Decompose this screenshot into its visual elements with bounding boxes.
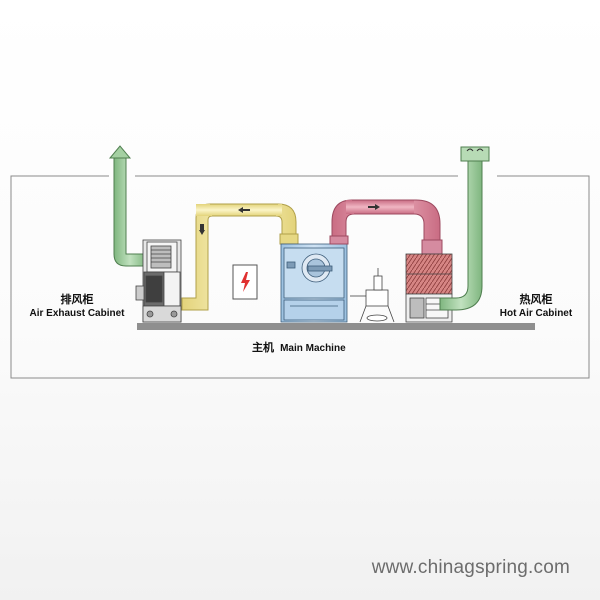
spray-pump — [350, 268, 395, 323]
website-watermark: www.chinagspring.com — [371, 557, 570, 578]
hot-air-label-en: Hot Air Cabinet — [499, 308, 573, 319]
rain-cap-vent — [460, 146, 490, 162]
air-exhaust-cabinet-label: 排风柜 Air Exhaust Cabinet — [18, 293, 136, 321]
flow-arrow-down — [199, 224, 205, 235]
high-voltage-icon — [241, 272, 250, 292]
intake-duct — [439, 146, 490, 311]
exhaust-duct — [108, 145, 147, 267]
main-machine-label-cn: 主机 — [252, 341, 274, 354]
main-machine — [280, 243, 348, 323]
flow-arrow-left-red — [368, 204, 380, 210]
air-exhaust-label-en: Air Exhaust Cabinet — [29, 308, 125, 319]
machine-base — [137, 323, 535, 330]
air-exhaust-cabinet — [135, 239, 182, 323]
flow-arrow-left — [238, 207, 250, 213]
electric-control-cabinet — [232, 264, 258, 300]
up-arrow-vent — [108, 145, 132, 159]
air-exhaust-label-cn: 排风柜 — [60, 293, 94, 306]
main-machine-label: 主机 Main Machine — [252, 341, 346, 356]
hot-air-cabinet — [405, 253, 453, 323]
system-frame — [10, 175, 590, 379]
hot-air-cabinet-label: 热风柜 Hot Air Cabinet — [488, 293, 584, 321]
main-machine-label-en: Main Machine — [280, 343, 346, 354]
hot-air-label-cn: 热风柜 — [519, 293, 553, 306]
